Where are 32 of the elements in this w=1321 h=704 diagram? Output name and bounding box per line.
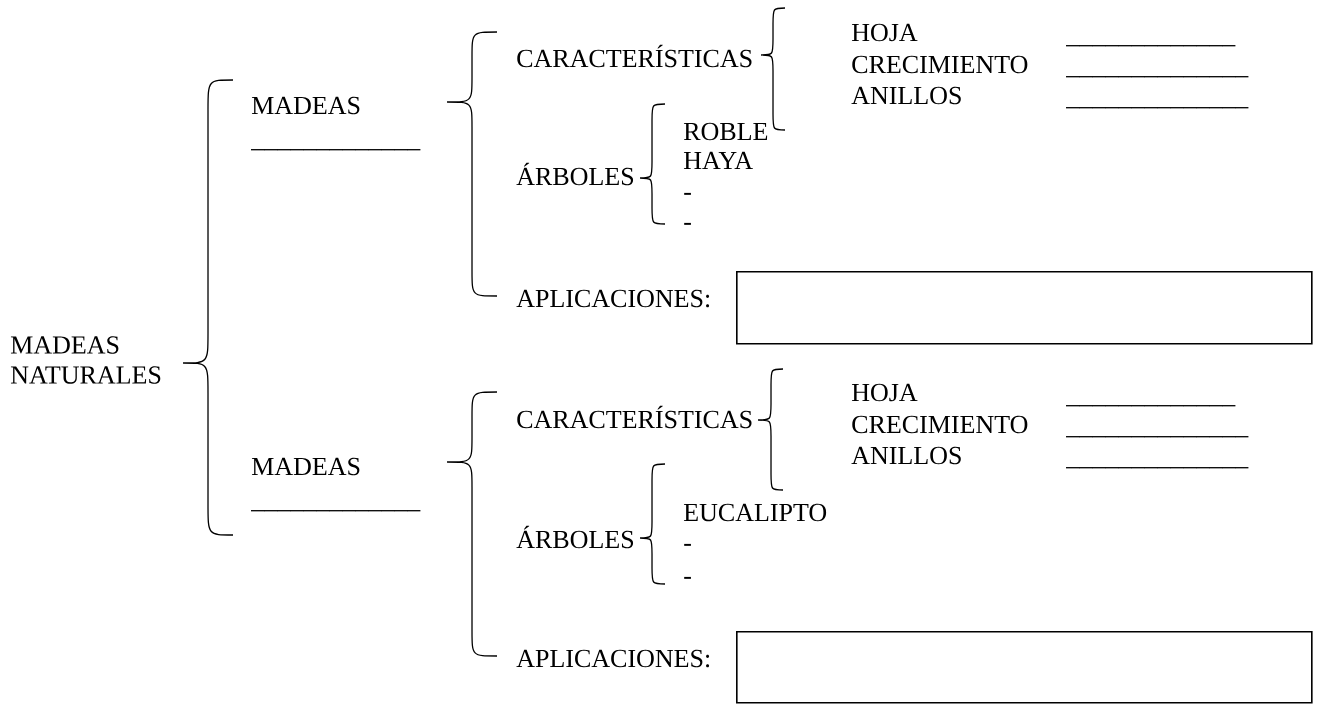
term-label: ÁRBOLES	[516, 162, 634, 186]
heading-text: MADEAS NATURALES	[10, 336, 161, 384]
term-label: HOJA	[851, 383, 918, 402]
fill-in-line: ______________	[1066, 436, 1249, 438]
fill-in-line: _____________	[1066, 405, 1236, 407]
term-label: CRECIMIENTO	[852, 55, 1028, 74]
term-label: EUCALIPTO	[683, 503, 827, 522]
fill-in-line: _____________	[251, 510, 421, 512]
term-label: CARACTERÍSTICAS	[517, 44, 752, 68]
fill-in-line: _____________	[1066, 45, 1236, 47]
term-label: -	[684, 222, 691, 225]
term-label: -	[684, 543, 691, 546]
fill-in-line: ______________	[1066, 107, 1249, 109]
term-label: CRECIMIENTO	[852, 415, 1028, 434]
term-label: HAYA	[683, 151, 753, 169]
fill-in-line: ______________	[1066, 467, 1249, 469]
term-label: APLICACIONES:	[516, 289, 710, 308]
term-label: -	[684, 576, 691, 579]
term-label: ROBLE	[683, 122, 768, 141]
term-label: MADEAS	[251, 457, 360, 476]
term-label: ANILLOS	[851, 446, 961, 465]
answer-box	[736, 631, 1313, 704]
term-label: CARACTERÍSTICAS	[517, 405, 752, 429]
term-label: APLICACIONES:	[516, 649, 710, 668]
term-label: -	[684, 192, 691, 195]
term-label: HOJA	[851, 23, 918, 42]
term-label: ÁRBOLES	[516, 525, 634, 549]
term-label: MADEAS	[251, 96, 360, 115]
fill-in-line: ______________	[1066, 76, 1249, 78]
fill-in-line: _____________	[251, 149, 421, 151]
answer-box	[736, 271, 1313, 345]
term-label: ANILLOS	[851, 86, 961, 105]
